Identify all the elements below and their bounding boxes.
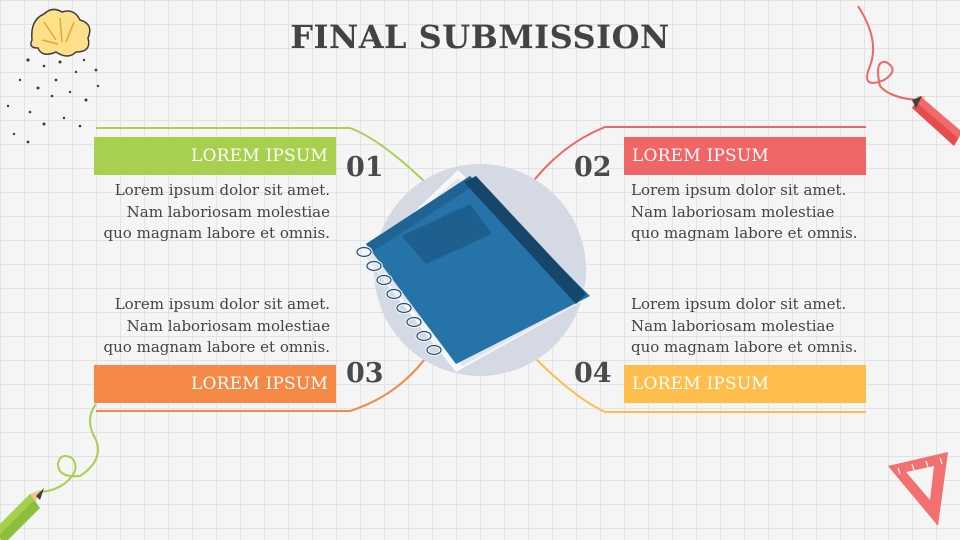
number-02: 02: [574, 152, 612, 183]
description-02-line-2: Nam laboriosam molestiae: [631, 202, 835, 221]
triangle-ruler-icon: [888, 452, 948, 526]
description-01-line-2: Nam laboriosam molestiae: [126, 202, 330, 221]
number-01: 01: [346, 152, 384, 183]
number-03: 03: [346, 358, 384, 389]
description-03-line-1: Lorem ipsum dolor sit amet.: [114, 295, 330, 313]
number-04: 04: [574, 358, 612, 389]
description-01: Lorem ipsum dolor sit amet. Nam laborios…: [70, 180, 330, 245]
slide-title: FINAL SUBMISSION: [290, 18, 670, 56]
label-04: LOREM IPSUM: [624, 365, 866, 403]
description-01-line-1: Lorem ipsum dolor sit amet.: [114, 181, 330, 199]
description-04-line-1: Lorem ipsum dolor sit amet.: [631, 295, 847, 313]
description-03-line-3: quo magnam labore et omnis.: [103, 338, 330, 356]
label-02: LOREM IPSUM: [624, 137, 866, 175]
description-04-line-2: Nam laboriosam molestiae: [631, 316, 835, 335]
description-02-line-3: quo magnam labore et omnis.: [631, 224, 858, 242]
description-04: Lorem ipsum dolor sit amet. Nam laborios…: [631, 294, 891, 359]
description-04-line-3: quo magnam labore et omnis.: [631, 338, 858, 356]
notebook-icon: [355, 164, 592, 376]
description-03-line-2: Nam laboriosam molestiae: [126, 316, 330, 335]
description-02-line-1: Lorem ipsum dolor sit amet.: [631, 181, 847, 199]
description-01-line-3: quo magnam labore et omnis.: [103, 224, 330, 242]
green-pencil-icon: [0, 403, 99, 540]
label-01: LOREM IPSUM: [94, 137, 336, 175]
description-03: Lorem ipsum dolor sit amet. Nam laborios…: [70, 294, 330, 359]
label-03: LOREM IPSUM: [94, 365, 336, 403]
description-02: Lorem ipsum dolor sit amet. Nam laborios…: [631, 180, 891, 245]
